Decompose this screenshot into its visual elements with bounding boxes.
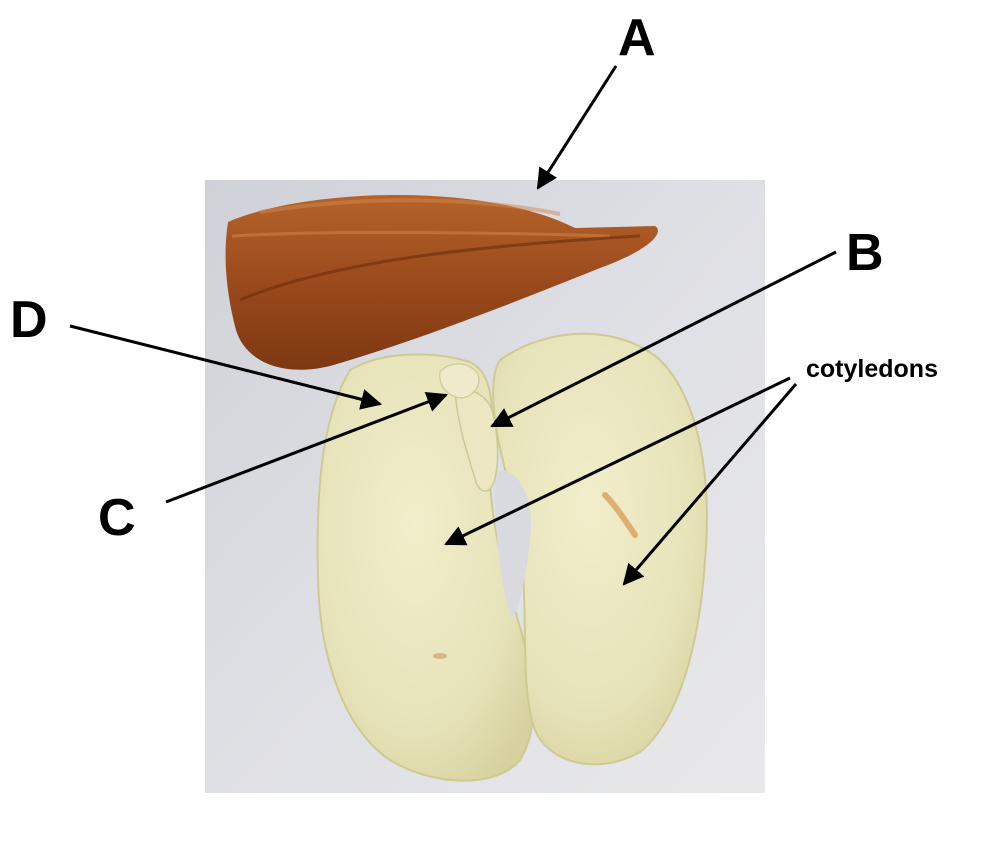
label-d: D (10, 291, 48, 349)
arrow-c (165, 391, 448, 504)
label-c: C (98, 489, 136, 547)
arrow-cotyledon-left (444, 376, 791, 546)
seed-coat (225, 194, 658, 370)
label-a: A (618, 9, 656, 67)
arrow-a (536, 65, 618, 190)
label-cotyledons: cotyledons (806, 355, 938, 383)
label-b: B (846, 224, 884, 282)
arrow-cotyledon-right (622, 383, 798, 586)
arrow-d (69, 324, 383, 410)
arrow-b (490, 250, 837, 428)
embryo-axis (439, 363, 499, 492)
